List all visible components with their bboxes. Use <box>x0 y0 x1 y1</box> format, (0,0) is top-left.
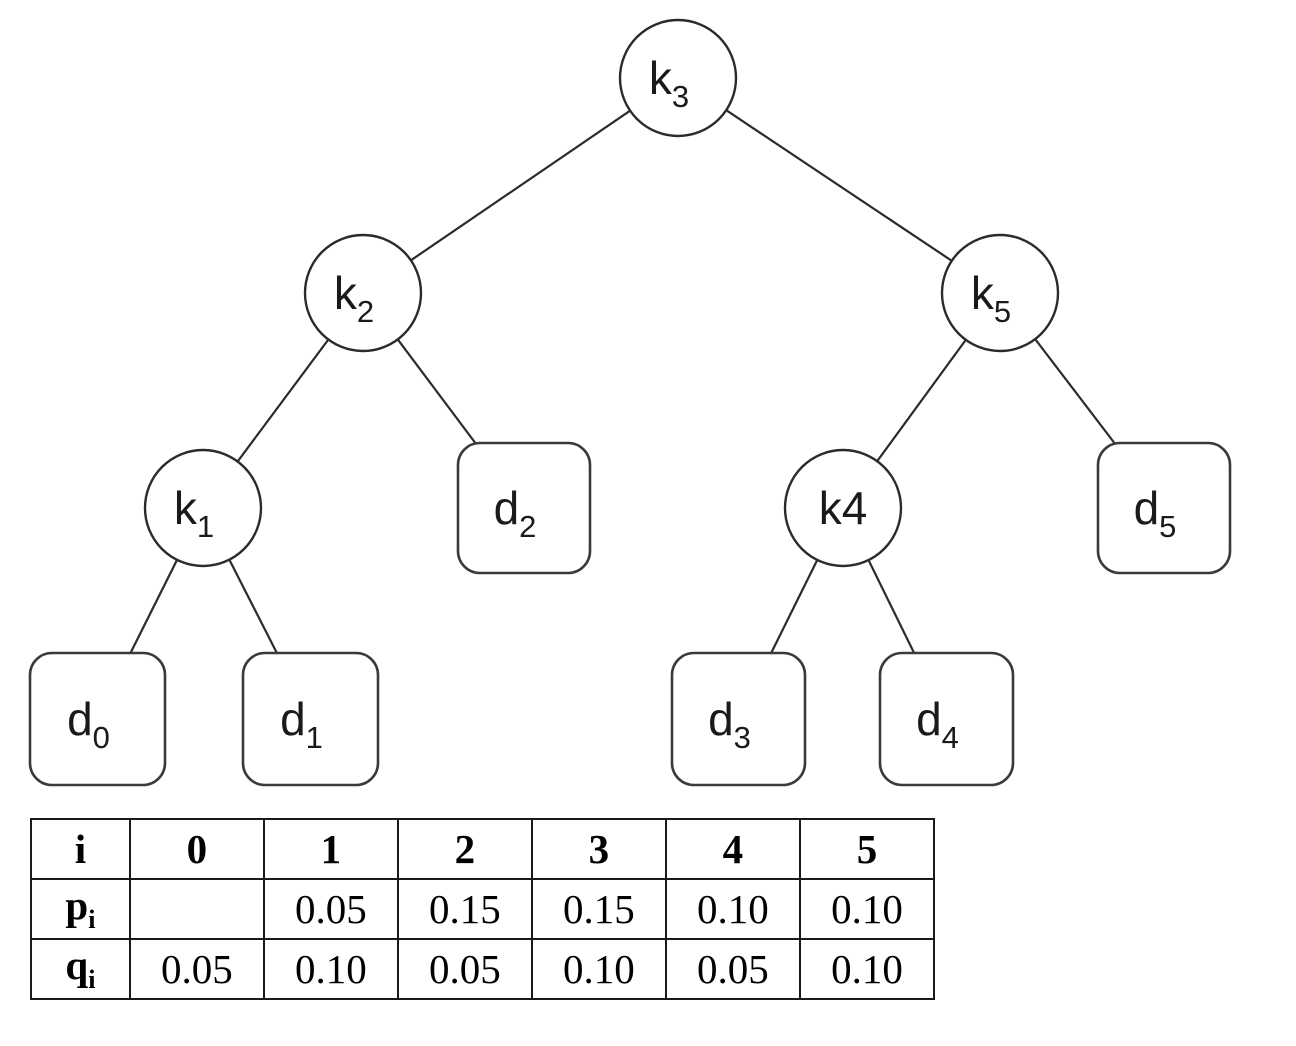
tree-node-d0[interactable]: d0 <box>28 651 167 787</box>
node-label-k4: k4 <box>819 482 868 534</box>
table-cell-p-1: 0.05 <box>262 878 399 940</box>
node-shape-circle-k3 <box>618 18 738 138</box>
tree-node-k3[interactable]: k3 <box>618 18 738 138</box>
tree-edge-k3-k5 <box>725 109 953 262</box>
table-cell-q-5: 0.10 <box>798 938 936 1000</box>
tree-edges <box>129 109 1116 654</box>
tree-node-k2[interactable]: k2 <box>303 233 423 353</box>
node-label-k2: k2 <box>334 267 374 329</box>
table-header-col-5: 5 <box>798 818 936 880</box>
node-label-sub-k2: 2 <box>357 294 374 329</box>
node-label-base-k1: k <box>174 482 198 534</box>
table-cell-p-3: 0.15 <box>530 878 667 940</box>
tree-edge-k2-k1 <box>236 338 330 463</box>
table-cell-q-0: 0.05 <box>128 938 265 1000</box>
table-header-col-2: 2 <box>396 818 533 880</box>
node-label-sub-d3: 3 <box>734 720 751 755</box>
tree-edge-k2-d2 <box>396 338 477 444</box>
table-cell-q-2: 0.05 <box>396 938 533 1000</box>
tree-edge-k1-d1 <box>228 559 278 654</box>
node-label-sub-d2: 2 <box>519 509 536 544</box>
table-header-col-1: 1 <box>262 818 399 880</box>
tree-node-d1[interactable]: d1 <box>241 651 380 787</box>
tree-edge-k4-d3 <box>770 559 819 654</box>
node-shape-circle-k5 <box>940 233 1060 353</box>
tree-edge-k4-d4 <box>867 559 916 654</box>
tree-edge-k5-k4 <box>876 339 967 462</box>
node-label-base-d1: d <box>280 693 306 745</box>
table-header-index-label: i <box>30 818 131 880</box>
node-label-base-k5: k <box>971 267 995 319</box>
node-label-base-k4: k4 <box>819 482 868 534</box>
table-cell-p-5: 0.10 <box>798 878 936 940</box>
node-label-d3: d3 <box>708 693 751 755</box>
node-label-sub-k5: 5 <box>994 294 1011 329</box>
node-label-base-k2: k <box>334 267 358 319</box>
table-cell-q-1: 0.10 <box>262 938 399 1000</box>
tree-node-d3[interactable]: d3 <box>670 651 807 787</box>
node-label-sub-k1: 1 <box>197 509 214 544</box>
node-label-sub-d5: 5 <box>1159 509 1176 544</box>
node-label-base-k3: k <box>649 52 673 104</box>
node-shape-circle-k1 <box>143 448 263 568</box>
tree-node-d5[interactable]: d5 <box>1096 441 1232 575</box>
tree-node-d2[interactable]: d2 <box>456 441 592 575</box>
node-shape-rect-d1 <box>241 651 380 787</box>
tree-node-k1[interactable]: k1 <box>143 448 263 568</box>
node-shape-rect-d0 <box>28 651 167 787</box>
row-label-base: p <box>65 881 89 928</box>
node-label-sub-d1: 1 <box>306 720 323 755</box>
table-cell-p-0 <box>128 878 265 940</box>
node-label-base-d2: d <box>494 482 520 534</box>
node-label-sub-d4: 4 <box>942 720 959 755</box>
tree-node-k5[interactable]: k5 <box>940 233 1060 353</box>
row-label-subscript: i <box>88 965 96 995</box>
table-header-col-3: 3 <box>530 818 667 880</box>
node-shape-rect-d3 <box>670 651 807 787</box>
node-label-base-d5: d <box>1134 482 1160 534</box>
node-shape-rect-d4 <box>878 651 1015 787</box>
table-row-label-q: qi <box>30 938 131 1000</box>
tree-edge-k1-d0 <box>129 559 179 654</box>
node-label-base-d4: d <box>916 693 942 745</box>
tree-node-d4[interactable]: d4 <box>878 651 1015 787</box>
tree-node-k4[interactable]: k4 <box>783 448 903 568</box>
tree-edge-k5-d5 <box>1034 338 1116 444</box>
node-label-k1: k1 <box>174 482 214 544</box>
node-label-d2: d2 <box>494 482 537 544</box>
tree-edge-k3-k2 <box>410 109 631 262</box>
table-header-col-0: 0 <box>128 818 265 880</box>
node-shape-rect-d2 <box>456 441 592 575</box>
table-cell-q-4: 0.05 <box>664 938 801 1000</box>
node-label-sub-k3: 3 <box>672 79 689 114</box>
table-row-label-p: pi <box>30 878 131 940</box>
row-label-subscript: i <box>88 905 96 935</box>
node-label-base-d0: d <box>67 693 93 745</box>
table-cell-p-4: 0.10 <box>664 878 801 940</box>
node-label-d5: d5 <box>1134 482 1177 544</box>
node-label-d1: d1 <box>280 693 323 755</box>
node-shape-circle-k2 <box>303 233 423 353</box>
node-label-k3: k3 <box>649 52 689 114</box>
table-cell-p-2: 0.15 <box>396 878 533 940</box>
node-label-d4: d4 <box>916 693 959 755</box>
table-header-col-4: 4 <box>664 818 801 880</box>
node-label-base-d3: d <box>708 693 734 745</box>
node-label-sub-d0: 0 <box>93 720 110 755</box>
node-shape-circle-k4 <box>783 448 903 568</box>
table-cell-q-3: 0.10 <box>530 938 667 1000</box>
node-shape-rect-d5 <box>1096 441 1232 575</box>
node-label-d0: d0 <box>67 693 110 755</box>
node-label-k5: k5 <box>971 267 1011 329</box>
row-label-base: q <box>65 941 89 988</box>
